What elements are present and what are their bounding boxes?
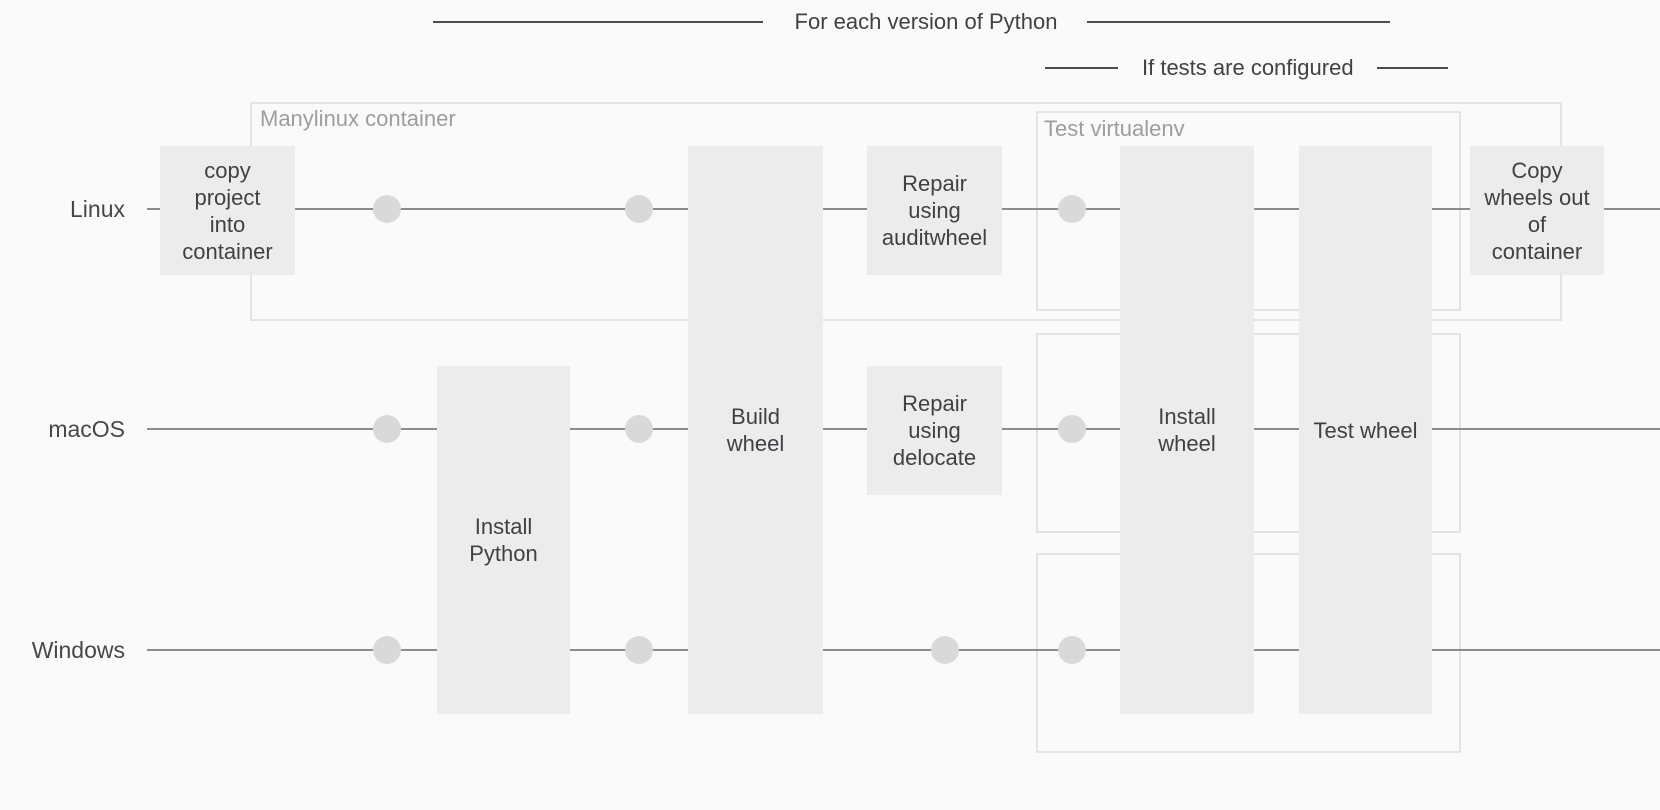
bracket-tests-label: If tests are configured [1142, 55, 1354, 80]
test-virtualenv-label: Test virtualenv [1044, 116, 1185, 141]
bracket-python-versions-line-right [1087, 21, 1390, 23]
manylinux-container-label: Manylinux container [260, 106, 456, 131]
milestone-dot-windows-4 [1058, 636, 1086, 664]
bracket-python-versions-line-left [433, 21, 763, 23]
lane-label-linux: Linux [70, 196, 125, 222]
step-install-python: Install Python [437, 366, 570, 714]
bracket-tests-line-right [1377, 67, 1448, 69]
step-install-wheel: Install wheel [1120, 146, 1254, 714]
milestone-dot-macos-2 [625, 415, 653, 443]
milestone-dot-windows-2 [625, 636, 653, 664]
milestone-dot-windows-1 [373, 636, 401, 664]
milestone-dot-linux-3 [1058, 195, 1086, 223]
windows-lane-line [147, 649, 1660, 651]
step-copy-project-into-container: copy project into container [160, 146, 295, 275]
lane-label-windows: Windows [31, 637, 125, 663]
milestone-dot-windows-3 [931, 636, 959, 664]
milestone-dot-macos-3 [1058, 415, 1086, 443]
bracket-tests-line-left [1045, 67, 1118, 69]
milestone-dot-macos-1 [373, 415, 401, 443]
step-repair-using-auditwheel: Repair using auditwheel [867, 146, 1002, 275]
milestone-dot-linux-1 [373, 195, 401, 223]
step-copy-wheels-out-of-container: Copy wheels out of container [1470, 146, 1604, 275]
step-build-wheel: Build wheel [688, 146, 823, 714]
lane-label-macos: macOS [48, 416, 125, 442]
milestone-dot-linux-2 [625, 195, 653, 223]
step-test-wheel: Test wheel [1299, 146, 1432, 714]
bracket-python-versions-label: For each version of Python [794, 9, 1058, 34]
step-repair-using-delocate: Repair using delocate [867, 366, 1002, 495]
